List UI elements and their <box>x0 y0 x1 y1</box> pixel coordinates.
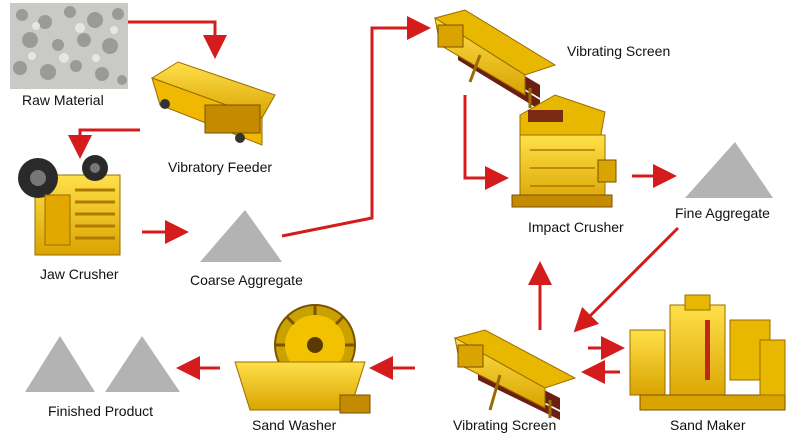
vibrating-screen-top-machine <box>433 9 557 110</box>
label-impact-crusher: Impact Crusher <box>528 219 624 235</box>
impact-crusher-machine <box>511 94 617 208</box>
sand-maker-machine <box>629 294 786 411</box>
finished-product-piles <box>25 336 180 392</box>
label-vibrating-screen-bottom: Vibrating Screen <box>453 417 557 433</box>
arrow-coarse-to-screen-top <box>281 16 431 238</box>
sand-washer-machine <box>234 304 371 414</box>
label-sand-maker: Sand Maker <box>670 417 746 433</box>
label-finished-product: Finished Product <box>48 403 154 419</box>
fine-aggregate-pile <box>685 142 773 198</box>
raw-material-photo <box>10 3 128 89</box>
vibratory-feeder-machine <box>150 61 276 146</box>
coarse-aggregate-pile <box>200 210 282 262</box>
label-coarse-aggregate: Coarse Aggregate <box>190 272 303 288</box>
label-fine-aggregate: Fine Aggregate <box>675 205 770 221</box>
label-jaw-crusher: Jaw Crusher <box>40 266 119 282</box>
arrow-feeder-to-jaw <box>68 128 140 159</box>
label-vibratory-feeder: Vibratory Feeder <box>168 159 273 175</box>
vibrating-screen-bottom-machine <box>453 329 577 420</box>
label-sand-washer: Sand Washer <box>252 417 337 433</box>
label-raw-material: Raw Material <box>22 92 104 108</box>
label-vibrating-screen-top: Vibrating Screen <box>567 43 671 59</box>
arrow-raw-to-feeder <box>128 20 227 59</box>
arrow-fine-to-screen-bottom <box>573 226 680 333</box>
arrow-screen-to-impact <box>463 95 509 190</box>
jaw-crusher-machine <box>18 155 121 256</box>
